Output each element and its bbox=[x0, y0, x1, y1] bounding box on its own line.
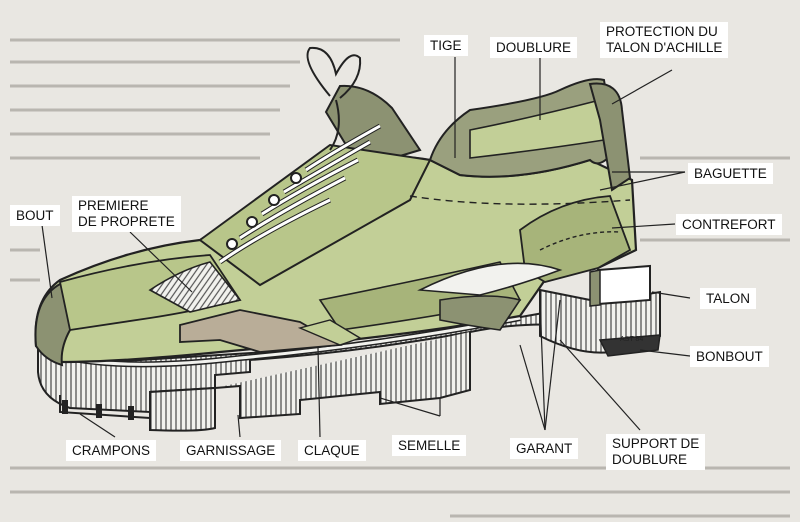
label-support-line1: SUPPORT DE bbox=[612, 436, 700, 451]
label-bout: BOUT bbox=[10, 205, 60, 226]
label-premiere-line1: PREMIERE bbox=[78, 198, 149, 213]
label-contrefort: CONTREFORT bbox=[676, 214, 782, 235]
midsole-edge-inner bbox=[54, 316, 521, 366]
label-support-de-doublure: SUPPORT DE DOUBLURE bbox=[606, 434, 706, 470]
label-premiere-line2: DE PROPRETE bbox=[78, 214, 175, 229]
label-protection-line2: TALON D'ACHILLE bbox=[606, 40, 723, 55]
label-tige: TIGE bbox=[424, 35, 468, 56]
label-protection-talon-achille: PROTECTION DU TALON D'ACHILLE bbox=[600, 22, 729, 58]
contrefort-counter bbox=[519, 195, 632, 283]
leader-lines bbox=[41, 57, 691, 438]
background-text-lines bbox=[10, 38, 790, 518]
support-doublure-cutaway bbox=[417, 262, 563, 296]
label-bonbout: BONBOUT bbox=[690, 346, 769, 367]
label-garnissage: GARNISSAGE bbox=[180, 440, 282, 461]
label-baguette: BAGUETTE bbox=[688, 163, 773, 184]
label-garant: GARANT bbox=[510, 438, 579, 459]
label-semelle: SEMELLE bbox=[392, 435, 467, 456]
label-doublure: DOUBLURE bbox=[490, 37, 578, 58]
upper-body bbox=[34, 78, 638, 367]
label-support-line2: DOUBLURE bbox=[612, 452, 688, 467]
label-talon: TALON bbox=[700, 288, 757, 309]
label-crampons: CRAMPONS bbox=[66, 440, 157, 461]
label-claque: CLAQUE bbox=[298, 440, 366, 461]
label-premiere-de-proprete: PREMIERE DE PROPRETE bbox=[72, 196, 181, 232]
label-protection-line1: PROTECTION DU bbox=[606, 24, 718, 39]
laces bbox=[218, 46, 382, 265]
stamp-text: AST 84 bbox=[620, 336, 643, 343]
garnissage-insert bbox=[179, 309, 343, 353]
talon-heel: AST 84 bbox=[539, 264, 661, 357]
